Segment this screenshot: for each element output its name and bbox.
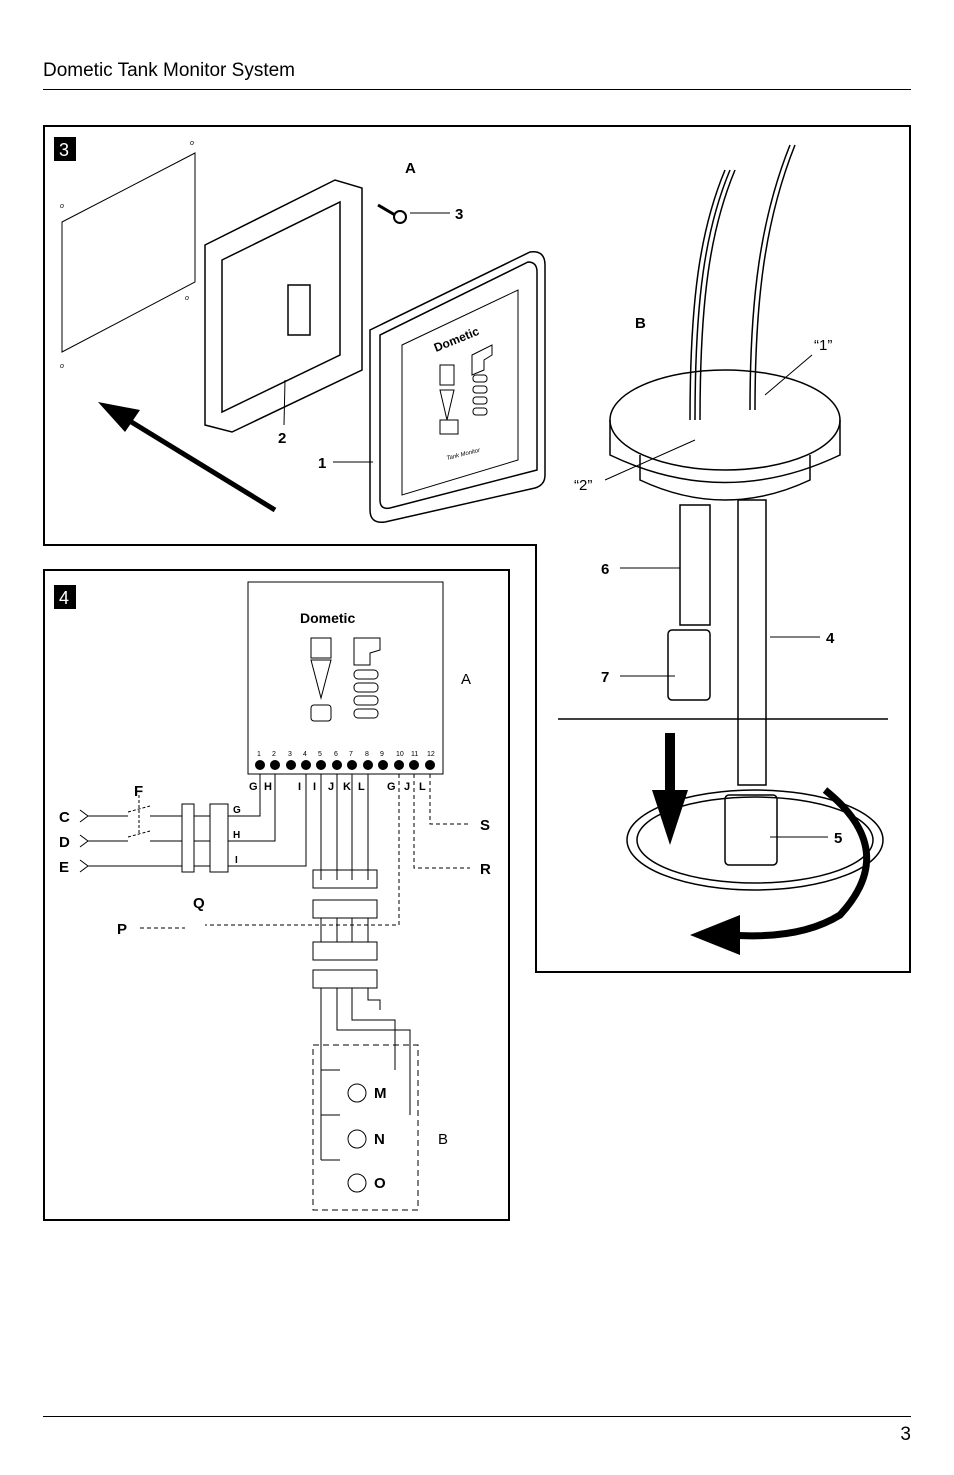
label-A: A — [405, 160, 416, 177]
input-P: P — [117, 921, 127, 938]
figure-3-number: 3 — [59, 140, 69, 160]
svg-text:o: o — [60, 363, 64, 370]
terminal-letter: G — [249, 781, 258, 793]
footer-rule — [43, 1416, 911, 1417]
motor-N: N — [374, 1131, 385, 1148]
terminal-number: 8 — [365, 751, 369, 758]
svg-text:o: o — [190, 140, 194, 147]
terminal-number: 2 — [272, 751, 276, 758]
wire-G: G — [233, 805, 241, 816]
terminal-1 — [255, 760, 265, 770]
switch-Q: Q — [193, 895, 205, 912]
figure-4-frame — [43, 569, 510, 1221]
label-6: 6 — [601, 561, 609, 578]
switch-F: F — [134, 783, 143, 800]
screw — [377, 203, 450, 224]
unit-indicators — [310, 637, 381, 722]
terminal-5 — [316, 760, 326, 770]
rotate-arrow-icon — [690, 787, 871, 955]
terminal-number: 10 — [396, 751, 404, 758]
input-C: C — [59, 809, 70, 826]
unit-brand-logo: Dometic — [300, 610, 355, 626]
terminal-number: 11 — [411, 751, 418, 758]
terminal-10 — [394, 760, 404, 770]
label-quote-1: “1” — [814, 337, 832, 354]
wire-H: H — [233, 830, 240, 841]
terminal-letter: I — [298, 781, 301, 793]
figure-3-badge — [54, 137, 76, 161]
monitor-panel — [369, 251, 546, 523]
label-unit-A: A — [461, 671, 471, 688]
wall-template: o o o o — [60, 140, 196, 370]
terminal-letter: H — [264, 781, 272, 793]
terminal-number: 3 — [288, 751, 292, 758]
terminal-7 — [347, 760, 357, 770]
terminal-letter: I — [313, 781, 316, 793]
terminal-4 — [301, 760, 311, 770]
terminal-letter: L — [419, 781, 426, 793]
panel-brand-logo: Dometic — [432, 324, 481, 355]
input-wiring — [79, 774, 470, 1211]
page-title: Dometic Tank Monitor System — [43, 60, 296, 81]
terminal-letter: L — [358, 781, 365, 793]
label-quote-2: “2” — [574, 477, 592, 494]
terminal-number: 9 — [380, 751, 384, 758]
motor-O: O — [374, 1175, 386, 1192]
figure-3-frame — [43, 125, 911, 973]
terminal-number: 6 — [334, 751, 338, 758]
page-number: 3 — [900, 1424, 911, 1445]
terminal-11 — [409, 760, 419, 770]
output-R: R — [480, 861, 491, 878]
terminal-6 — [332, 760, 342, 770]
label-7: 7 — [601, 669, 609, 686]
monitor-unit-A — [247, 581, 444, 775]
motor-M: M — [374, 1085, 387, 1102]
terminal-number: 5 — [318, 751, 322, 758]
label-4: 4 — [826, 630, 835, 647]
terminal-letter: G — [387, 781, 396, 793]
input-E: E — [59, 859, 69, 876]
mounting-frame — [204, 179, 363, 433]
panel-caption: Tank Monitor — [446, 448, 482, 462]
header-rule — [43, 89, 911, 90]
terminal-3 — [286, 760, 296, 770]
insert-down-arrow-icon — [652, 733, 688, 845]
terminal-letter: K — [343, 781, 351, 793]
terminal-12 — [425, 760, 435, 770]
mount-direction-arrow-icon — [98, 402, 277, 513]
output-S: S — [480, 817, 490, 834]
label-unit-B: B — [438, 1131, 448, 1148]
terminal-number: 12 — [427, 751, 435, 758]
label-B: B — [635, 315, 646, 332]
figure-4-badge — [54, 585, 76, 609]
tank-sensor-assembly — [609, 144, 884, 891]
terminal-8 — [363, 760, 373, 770]
terminal-9 — [378, 760, 388, 770]
terminal-letter: J — [328, 781, 334, 793]
label-1: 1 — [318, 455, 326, 472]
input-D: D — [59, 834, 70, 851]
terminal-number: 4 — [303, 751, 307, 758]
svg-text:o: o — [60, 203, 64, 210]
label-2: 2 — [278, 430, 286, 447]
terminal-2 — [270, 760, 280, 770]
terminal-number: 1 — [257, 751, 261, 758]
svg-text:o: o — [185, 295, 189, 302]
figure-4-number: 4 — [59, 588, 69, 608]
terminal-letter: J — [404, 781, 410, 793]
terminal-number: 7 — [349, 751, 353, 758]
label-5: 5 — [834, 830, 842, 847]
wire-I: I — [235, 855, 238, 866]
label-3: 3 — [455, 206, 463, 223]
